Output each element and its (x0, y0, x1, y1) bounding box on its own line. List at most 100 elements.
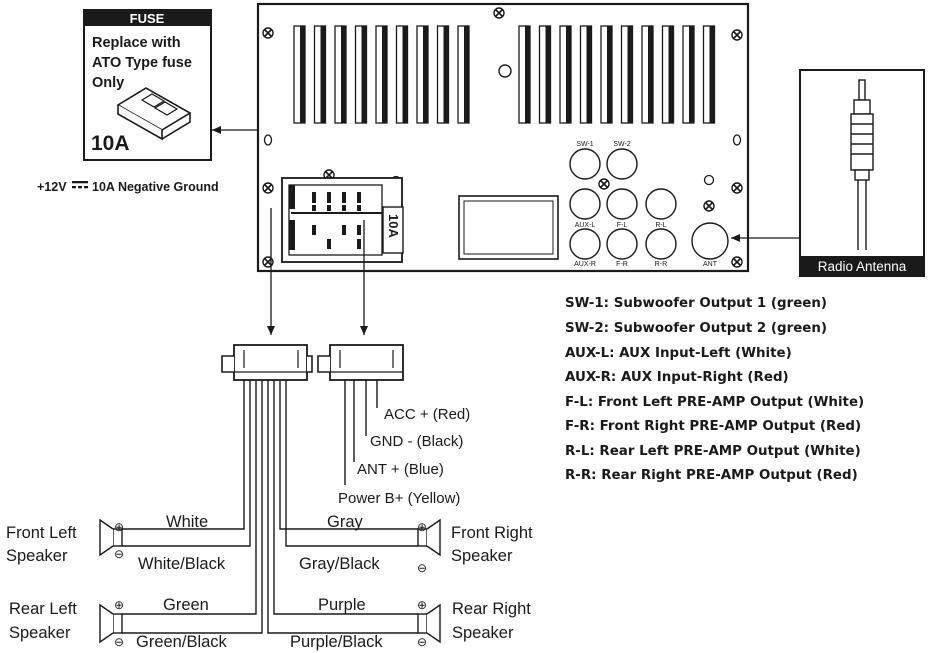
svg-text:F-L: F-L (617, 222, 628, 229)
rca-port-sw1[interactable]: SW-1 (569, 141, 601, 180)
vent-shadow (545, 26, 551, 123)
ato-fuse-icon (116, 87, 192, 141)
plus-icon: ⊕ (114, 598, 124, 612)
legend-item: SW-2: Subwoofer Output 2 (green) (565, 321, 827, 336)
vent-shadow (607, 26, 612, 123)
legend-item: SW-1: Subwoofer Output 1 (green) (565, 296, 827, 311)
port-legend: SW-1: Subwoofer Output 1 (green) SW-2: S… (565, 296, 864, 483)
speaker-wires (126, 380, 418, 634)
speaker-harness-plug (221, 344, 313, 381)
vent-shadow (382, 26, 387, 123)
svg-text:AUX-R: AUX-R (574, 261, 596, 268)
iso-connector-socket: 10A (281, 177, 404, 263)
speaker-label: Rear Left (9, 600, 77, 618)
fuse-header: FUSE (130, 11, 165, 26)
rca-port-f-r[interactable]: F-R (606, 228, 638, 268)
rca-port-r-l[interactable]: R-L (645, 188, 677, 229)
legend-item: AUX-R: AUX Input-Right (Red) (565, 370, 789, 385)
vent-shadow (648, 26, 653, 123)
vent-shadow (341, 26, 346, 123)
power-harness-plug (317, 344, 404, 381)
fuse-instruction-line3: Only (92, 75, 124, 91)
speaker-label: Rear Right (452, 600, 531, 618)
fuse-box: FUSE Replace with ATO Type fuse Only 10A (83, 9, 212, 161)
speaker-rear-left: ⊕ ⊖ Rear Left Speaker Green Green/Black (9, 596, 228, 651)
minus-icon: ⊖ (417, 635, 427, 649)
rca-port-sw2[interactable]: SW-2 (606, 141, 638, 180)
vent-shadow (627, 26, 633, 123)
power-note: +12V 10A Negative Ground (37, 180, 219, 194)
fuse-instruction-line1: Replace with (92, 35, 181, 51)
vent-shadow (300, 26, 305, 123)
plus-icon: ⊕ (417, 520, 427, 534)
plus-icon: ⊕ (417, 598, 427, 612)
speaker-label: Speaker (451, 547, 513, 565)
head-unit-back-panel: 10A SW-1 SW-2 AUX-L F-L R-L AUX-R (256, 2, 750, 273)
wire-label-white: White (166, 513, 208, 531)
svg-text:ANT: ANT (703, 261, 718, 268)
power-wires (344, 380, 378, 485)
wire-label-purple: Purple (318, 596, 366, 614)
legend-item: F-L: Front Left PRE-AMP Output (White) (565, 395, 864, 410)
svg-text:SW-2: SW-2 (613, 141, 630, 148)
speaker-front-right: ⊕ ⊖ Front Right Speaker Gray Gray/Black (299, 513, 533, 575)
vent-shadow (525, 26, 530, 123)
svg-text:R-L: R-L (655, 222, 666, 229)
wire-label-power: Power B+ (Yellow) (338, 490, 460, 507)
wire-label-gnd: GND - (Black) (370, 433, 463, 450)
power-note-voltage: +12V (37, 180, 67, 194)
speaker-label: Speaker (6, 547, 68, 565)
vent-shadow (464, 26, 469, 123)
svg-text:AUX-L: AUX-L (575, 222, 596, 229)
svg-text:R-R: R-R (655, 261, 667, 268)
vent-shadow (566, 26, 571, 123)
legend-item: F-R: Front Right PRE-AMP Output (Red) (565, 419, 861, 434)
legend-item: AUX-L: AUX Input-Left (White) (565, 346, 792, 361)
vent-shadow (361, 26, 367, 123)
speaker-label: Speaker (452, 624, 514, 642)
wire-label-acc: ACC + (Red) (384, 406, 470, 423)
radio-antenna-box: Radio Antenna (799, 69, 925, 277)
wire-label-white-black: White/Black (138, 555, 226, 573)
fuse-instruction-line2: ATO Type fuse (92, 55, 192, 71)
dc-symbol-icon (72, 181, 88, 189)
speaker-label: Speaker (9, 624, 71, 642)
rca-port-r-r[interactable]: R-R (645, 228, 677, 268)
vent-shadow (689, 26, 694, 123)
wire-label-gray: Gray (327, 513, 364, 531)
plus-icon: ⊕ (114, 520, 124, 534)
svg-text:F-R: F-R (616, 261, 628, 268)
fuse-rating: 10A (91, 132, 130, 155)
antenna-plug-icon (850, 79, 874, 250)
antenna-port[interactable]: ANT (691, 222, 729, 268)
speaker-icon (99, 603, 126, 644)
vent-shadow (402, 26, 408, 123)
rca-port-aux-l[interactable]: AUX-L (569, 188, 601, 229)
heatsink-vents-right (518, 25, 716, 124)
rca-port-aux-r[interactable]: AUX-R (569, 228, 601, 268)
heatsink-vents-left (293, 25, 470, 124)
speaker-front-left: ⊕ ⊖ Front Left Speaker White White/Black (6, 513, 226, 573)
legend-item: R-R: Rear Right PRE-AMP Output (Red) (565, 468, 858, 483)
speaker-icon (417, 603, 441, 644)
blank-port-cover (458, 195, 559, 260)
speaker-rear-right: ⊕ ⊖ Rear Right Speaker Purple Purple/Bla… (290, 596, 531, 651)
minus-icon: ⊖ (114, 547, 124, 561)
vent-shadow (443, 26, 449, 123)
wire-label-gray-black: Gray/Black (299, 555, 380, 573)
legend-item: R-L: Rear Left PRE-AMP Output (White) (565, 444, 861, 459)
svg-text:SW-1: SW-1 (576, 141, 593, 148)
wire-label-purple-black: Purple/Black (290, 633, 383, 651)
power-note-text: 10A Negative Ground (92, 180, 219, 194)
wire-label-green-black: Green/Black (136, 633, 228, 651)
speaker-label: Front Left (6, 524, 77, 542)
vent-shadow (320, 26, 326, 123)
rca-port-f-l[interactable]: F-L (606, 188, 638, 229)
speaker-icon (99, 518, 126, 557)
minus-icon: ⊖ (114, 635, 124, 649)
vent-shadow (668, 26, 674, 123)
vent-shadow (423, 26, 428, 123)
vent-shadow (709, 26, 715, 123)
speaker-label: Front Right (451, 524, 533, 542)
